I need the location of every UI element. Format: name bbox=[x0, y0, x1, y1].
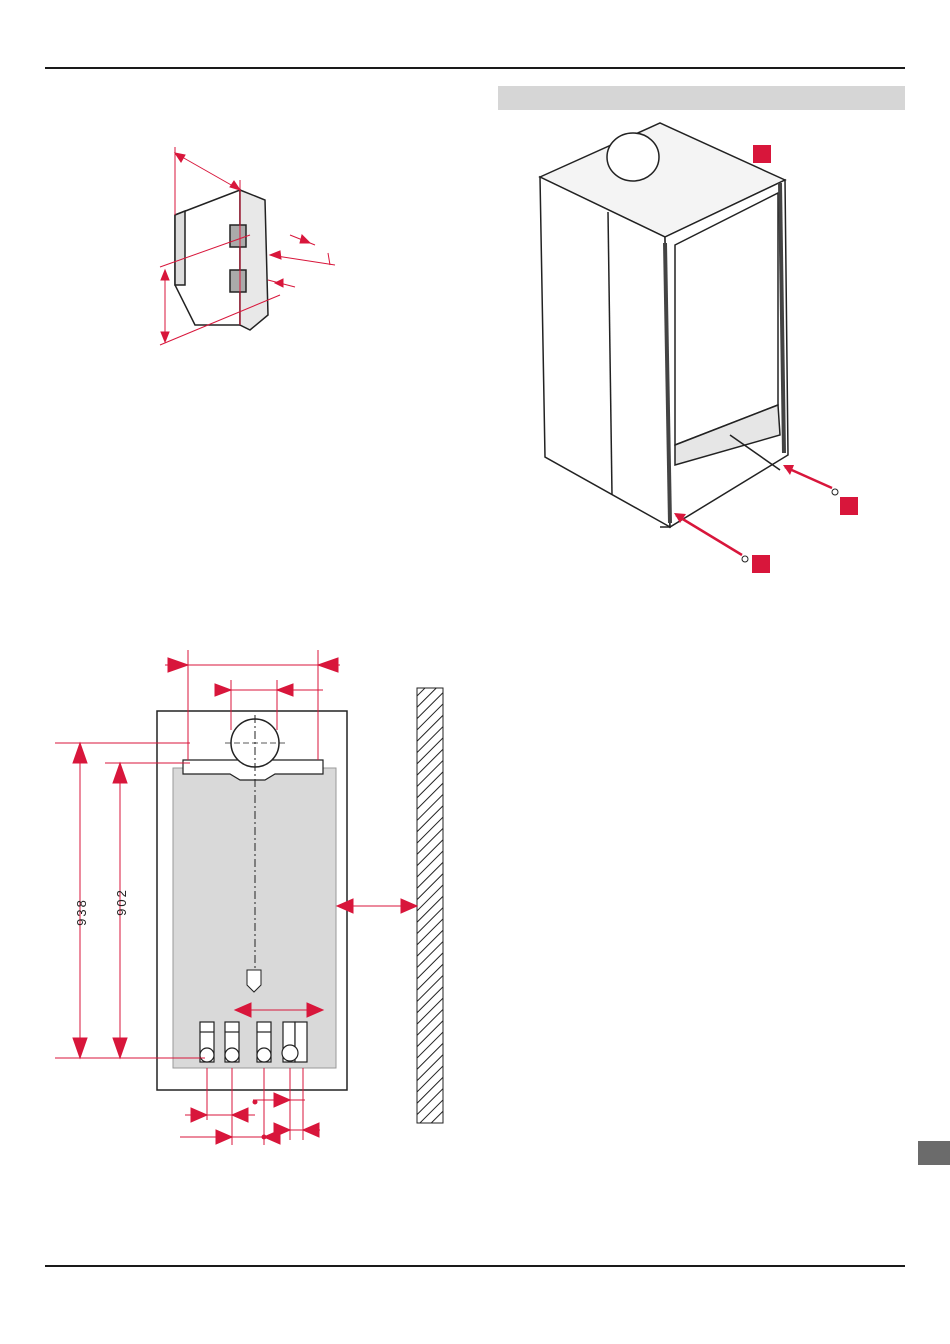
dimension-902-label: 902 bbox=[114, 888, 129, 916]
top-rule bbox=[45, 67, 905, 69]
bracket-drawing bbox=[175, 190, 268, 330]
callout-marker-right bbox=[840, 497, 858, 515]
dimension-938-label: 938 bbox=[74, 898, 89, 926]
section-tab bbox=[918, 1141, 950, 1165]
boiler-perspective-figure bbox=[520, 115, 880, 575]
boiler-drawing bbox=[540, 123, 788, 527]
wall-hatch bbox=[417, 688, 443, 1123]
installation-dimensions-figure: 938 902 bbox=[55, 650, 455, 1160]
section-header-bar bbox=[498, 86, 905, 110]
callout-marker-bottom bbox=[752, 555, 770, 573]
wall-bracket-figure bbox=[150, 135, 350, 365]
callout-marker-top bbox=[753, 145, 771, 163]
bottom-rule bbox=[45, 1265, 905, 1267]
